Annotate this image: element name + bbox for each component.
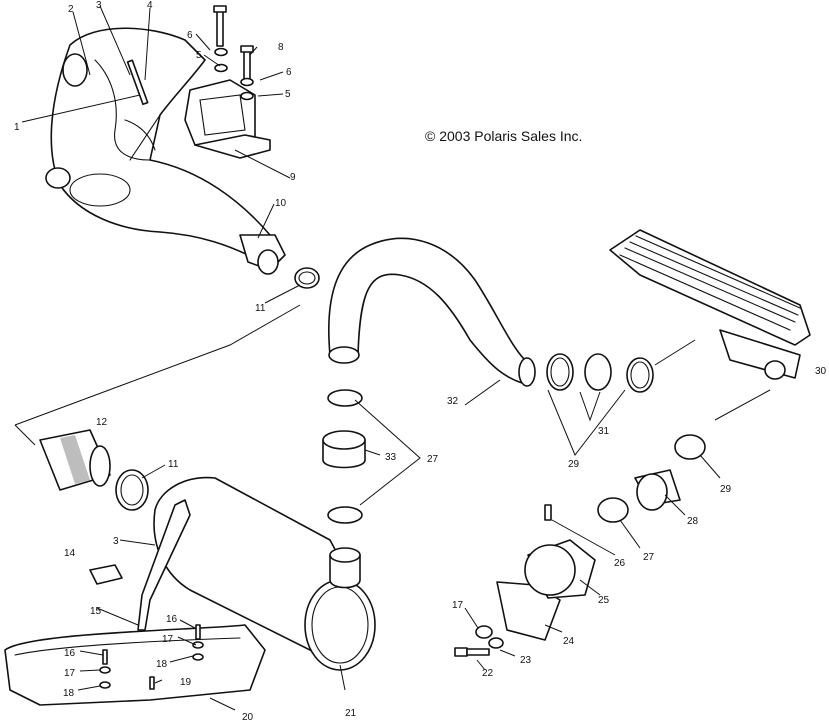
callout-6: 6 [187,30,193,41]
mount-bracket-20 [4,624,266,706]
callout-2: 2 [68,4,74,15]
callout-33: 33 [385,452,397,463]
hose-clamp-11-upper [294,267,320,289]
callout-31: 31 [598,426,610,437]
callout-20: 20 [242,712,254,723]
callout-30: 30 [815,366,827,377]
callout-28: 28 [687,516,699,527]
callout-29: 29 [568,459,580,470]
callout-27: 27 [427,454,439,465]
callout-24: 24 [563,636,575,647]
expansion-pipe [45,27,279,263]
pipe-outlet [239,234,286,275]
muffler-21 [137,476,376,671]
callout-21: 21 [345,708,357,719]
copyright-notice: © 2003 Polaris Sales Inc. [425,128,582,144]
callout-15: 15 [90,606,102,617]
callout-12: 12 [96,417,108,428]
callout-11: 11 [255,303,266,314]
leader-lines [14,5,771,711]
callout-16: 16 [166,614,178,625]
callout-14: 14 [64,548,76,559]
callout-18: 18 [156,659,168,670]
outlet-assembly-24-25 [454,504,596,657]
studs-and-washers [126,5,254,106]
fasteners-16-19 [99,624,204,690]
callout-29: 29 [720,484,732,495]
callout-3: 3 [113,536,119,547]
callout-17: 17 [452,600,464,611]
callout-27: 27 [643,552,655,563]
callout-22: 22 [482,668,494,679]
callout-23: 23 [520,655,532,666]
callout-8: 8 [278,42,284,53]
callout-1: 1 [14,122,20,133]
callout-11: 11 [168,459,179,470]
callout-4: 4 [147,0,153,11]
coupler-28-clamps [597,434,706,523]
tailpipe-12 [39,429,111,491]
callout-19: 19 [180,677,192,688]
callout-3: 3 [96,0,102,11]
callout-18: 18 [63,688,75,699]
callout-5: 5 [196,50,202,61]
callout-32: 32 [447,396,459,407]
coupler-33-set [322,389,366,524]
muffler-outlet-coupler [329,547,361,589]
callout-17: 17 [64,668,76,679]
clamps-29-31 [546,353,654,393]
callout-10: 10 [275,198,287,209]
callout-9: 9 [290,172,296,183]
callout-16: 16 [64,648,76,659]
callout-25: 25 [598,595,610,606]
callout-26: 26 [614,558,626,569]
mount-pad-14 [89,564,123,585]
water-box-30 [609,229,811,380]
hose-clamp-11-lower [115,469,149,511]
callout-labels: 1 2 3 4 5 5 6 6 8 9 10 11 11 12 3 14 15 … [14,0,827,723]
callout-17: 17 [162,634,174,645]
callout-5: 5 [285,89,291,100]
exhaust-hose-32 [327,237,536,387]
callout-6: 6 [286,67,292,78]
exhaust-manifold [184,79,271,159]
